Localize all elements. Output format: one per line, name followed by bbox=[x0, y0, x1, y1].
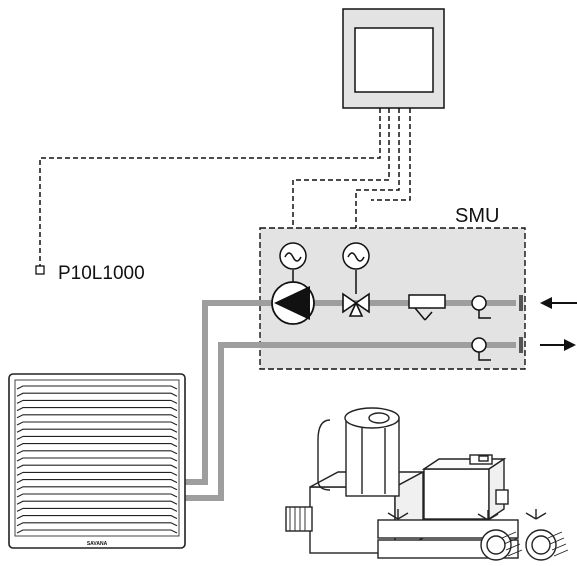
heater-louver bbox=[16, 421, 178, 426]
heater-brand-label: SAVANA bbox=[87, 541, 108, 547]
heater-louver bbox=[16, 428, 178, 433]
heater-louver bbox=[16, 414, 178, 419]
heater-louver bbox=[16, 450, 178, 455]
heater-louver bbox=[16, 457, 178, 462]
three-way-valve-icon bbox=[342, 292, 370, 317]
thermometer-icon bbox=[471, 337, 491, 361]
heater-louver bbox=[16, 493, 178, 498]
arrow-left-icon bbox=[540, 297, 577, 309]
heater-louver bbox=[16, 479, 178, 484]
heater-louver bbox=[16, 500, 178, 505]
sensor-label: P10L1000 bbox=[58, 263, 145, 284]
arrow-right-icon bbox=[540, 339, 576, 351]
heater-louver bbox=[16, 471, 178, 476]
heater-louver bbox=[16, 435, 178, 440]
sensor-square bbox=[35, 265, 45, 275]
thermometer-icon bbox=[471, 295, 491, 319]
heater-louver bbox=[16, 507, 178, 512]
heater-louver bbox=[16, 529, 178, 534]
heater-louver bbox=[16, 407, 178, 412]
heater-louver bbox=[16, 392, 178, 397]
heater-louver bbox=[16, 522, 178, 527]
heater-louver bbox=[16, 515, 178, 520]
control-wiring bbox=[39, 108, 411, 268]
valve-motor-icon bbox=[342, 242, 370, 294]
heater-louver bbox=[16, 443, 178, 448]
smu-label: SMU bbox=[455, 205, 499, 227]
heater-louver bbox=[16, 486, 178, 491]
air-heater-unit-icon: SAVANA bbox=[8, 373, 186, 549]
circulation-pump-icon bbox=[271, 281, 315, 325]
valve-assembly-photo-icon bbox=[285, 407, 569, 561]
strainer-filter-icon bbox=[408, 294, 446, 321]
heater-louver bbox=[16, 399, 178, 404]
pump-motor-icon bbox=[279, 242, 307, 283]
heater-louver bbox=[16, 464, 178, 469]
heater-louver bbox=[16, 385, 178, 390]
controller-panel-icon bbox=[342, 8, 445, 109]
